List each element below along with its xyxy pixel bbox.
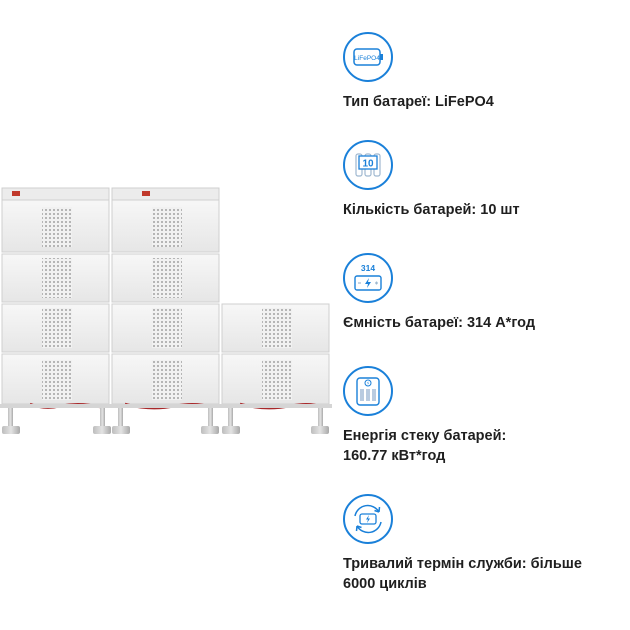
battery-capacity-icon: 314 [343, 253, 393, 303]
feature-label-battery-type: Тип батареї: LiFePO4 [343, 94, 494, 110]
feature-label-battery-capacity: Ємність батареї: 314 А*год [343, 315, 536, 331]
battery-count-icon-text: 10 [362, 159, 374, 170]
battery-count-icon: 10 [343, 140, 393, 190]
battery-lifespan-icon [343, 494, 393, 544]
battery-column-2 [110, 187, 222, 434]
battery-capacity-icon-text: 314 [361, 263, 375, 273]
battery-energy-icon [343, 366, 393, 416]
battery-column-1 [0, 187, 112, 434]
lifepo4-battery-icon: LiFePO4 [343, 32, 393, 82]
battery-column-3 [220, 303, 332, 434]
lifepo4-icon-text: LiFePO4 [354, 55, 380, 62]
feature-label-lifespan: Тривалий термін служби: більше 6000 цикл… [343, 556, 582, 592]
battery-stack-illustration [0, 187, 332, 434]
feature-label-battery-count: Кількість батарей: 10 шт [343, 202, 520, 218]
feature-label-stack-energy: Енергія стеку батарей: 160.77 кВт*год [343, 428, 507, 464]
